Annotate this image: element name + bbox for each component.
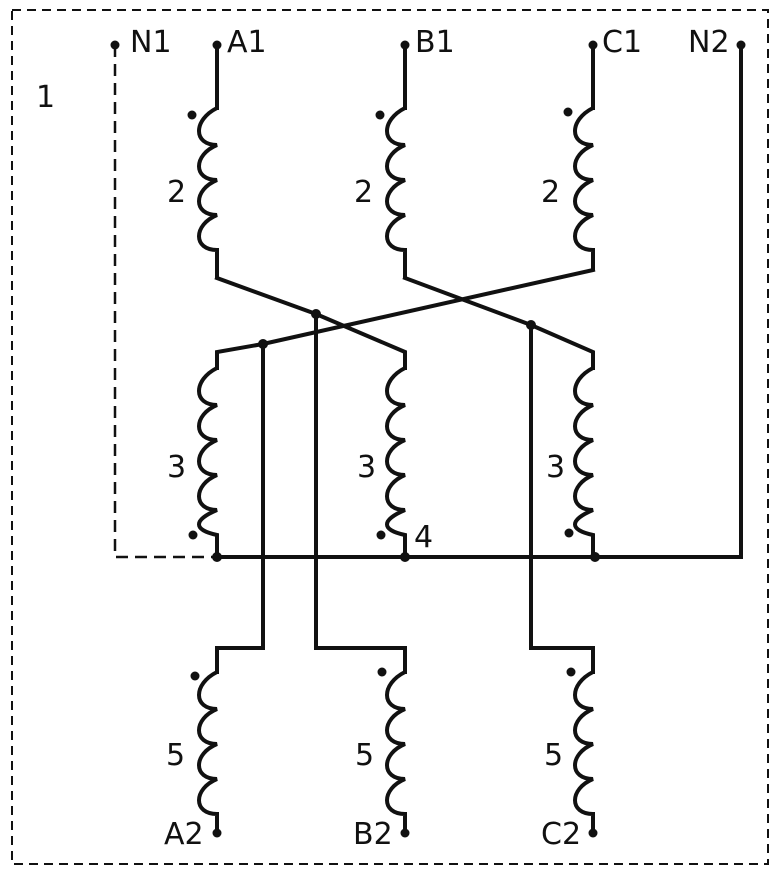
drop-to-b2 xyxy=(316,314,405,672)
polarity-dot xyxy=(567,668,576,677)
terminal-b2-dot xyxy=(401,829,410,838)
terminal-c2-label: C2 xyxy=(541,817,581,852)
winding-5-phase-a xyxy=(199,672,217,833)
enclosure-label: 1 xyxy=(36,80,55,115)
crossover-a xyxy=(217,278,405,368)
junction-label: 4 xyxy=(414,520,433,555)
winding-5-label-c: 5 xyxy=(544,738,563,773)
terminal-c1-label: C1 xyxy=(602,25,642,60)
winding-2-phase-c xyxy=(575,108,593,270)
winding-5-label-b: 5 xyxy=(355,738,374,773)
polarity-dot xyxy=(565,529,574,538)
bus-node xyxy=(400,552,410,562)
terminal-a2-label: A2 xyxy=(164,817,204,852)
terminal-a1-label: A1 xyxy=(227,25,267,60)
terminal-a2-dot xyxy=(213,829,222,838)
winding-5-phase-c xyxy=(575,672,593,833)
terminal-n1-dot xyxy=(111,41,120,50)
drop-to-a2 xyxy=(217,344,263,672)
polarity-dot xyxy=(377,531,386,540)
polarity-dot xyxy=(378,668,387,677)
neutral-bus xyxy=(215,45,741,557)
winding-3-label-a: 3 xyxy=(167,450,186,485)
bus-node xyxy=(590,552,600,562)
winding-3-label-c: 3 xyxy=(546,450,565,485)
polarity-dot xyxy=(188,111,197,120)
winding-2-phase-b xyxy=(387,108,405,278)
winding-3-label-b: 3 xyxy=(357,450,376,485)
terminal-b1-label: B1 xyxy=(415,25,455,60)
winding-2-label-a: 2 xyxy=(167,175,186,210)
winding-2-label-c: 2 xyxy=(541,175,560,210)
polarity-dot xyxy=(191,672,200,681)
drop-to-c2 xyxy=(531,325,593,672)
polarity-dot xyxy=(376,111,385,120)
winding-3-phase-b xyxy=(387,368,405,557)
polarity-dot xyxy=(564,108,573,117)
terminal-n2-label: N2 xyxy=(688,25,730,60)
bus-node xyxy=(212,552,222,562)
terminal-b2-label: B2 xyxy=(353,817,393,852)
polarity-dot xyxy=(189,531,198,540)
winding-2-phase-a xyxy=(199,108,217,278)
winding-5-label-a: 5 xyxy=(166,738,185,773)
winding-3-phase-c xyxy=(575,368,593,557)
terminal-c2-dot xyxy=(589,829,598,838)
winding-5-phase-b xyxy=(387,672,405,833)
winding-2-label-b: 2 xyxy=(354,175,373,210)
winding-3-phase-a xyxy=(199,368,217,557)
terminal-n1-label: N1 xyxy=(130,25,172,60)
